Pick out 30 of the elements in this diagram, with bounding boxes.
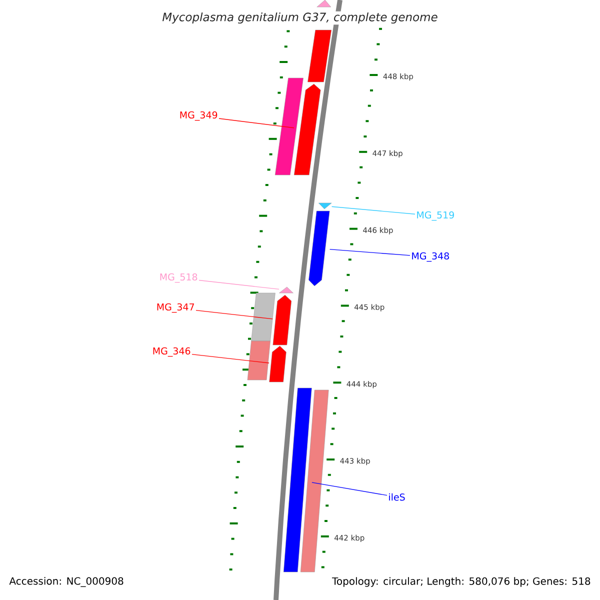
leader-line bbox=[312, 482, 388, 496]
gene-bar bbox=[247, 340, 270, 380]
gene-bar bbox=[308, 30, 332, 82]
leader-line bbox=[331, 206, 416, 214]
footer-text: Topology: circular; Length: 580,076 bp; Genes: 518 bbox=[332, 577, 590, 587]
gene-bar bbox=[274, 78, 304, 176]
gene-bar bbox=[283, 388, 312, 572]
gene-label: MG_349 bbox=[180, 111, 218, 121]
leader-line bbox=[198, 280, 280, 290]
gene-feature bbox=[308, 210, 330, 286]
gene-feature bbox=[269, 346, 286, 382]
gene-marker bbox=[316, 0, 332, 8]
title: Mycoplasma genitalium G37, complete genome bbox=[161, 11, 439, 25]
footer-text: Accession: NC_000908 bbox=[9, 577, 124, 587]
gene-label: ileS bbox=[389, 493, 405, 501]
gene-marker bbox=[318, 202, 332, 210]
gene-label: MG_519 bbox=[417, 211, 454, 221]
gene-label: MG_348 bbox=[412, 252, 449, 262]
gene-label: MG_518 bbox=[160, 273, 198, 283]
gene-marker bbox=[279, 286, 294, 294]
leader-line bbox=[329, 248, 410, 256]
gene-feature bbox=[294, 84, 321, 176]
leader-line bbox=[218, 118, 294, 128]
leader-line bbox=[192, 354, 270, 364]
gene-label: MG_346 bbox=[153, 347, 190, 357]
leader-line bbox=[196, 310, 273, 320]
gene-label: MG_347 bbox=[157, 303, 194, 313]
gene-feature bbox=[272, 294, 292, 346]
gene-bar bbox=[251, 292, 276, 342]
gene-bar bbox=[300, 390, 329, 572]
